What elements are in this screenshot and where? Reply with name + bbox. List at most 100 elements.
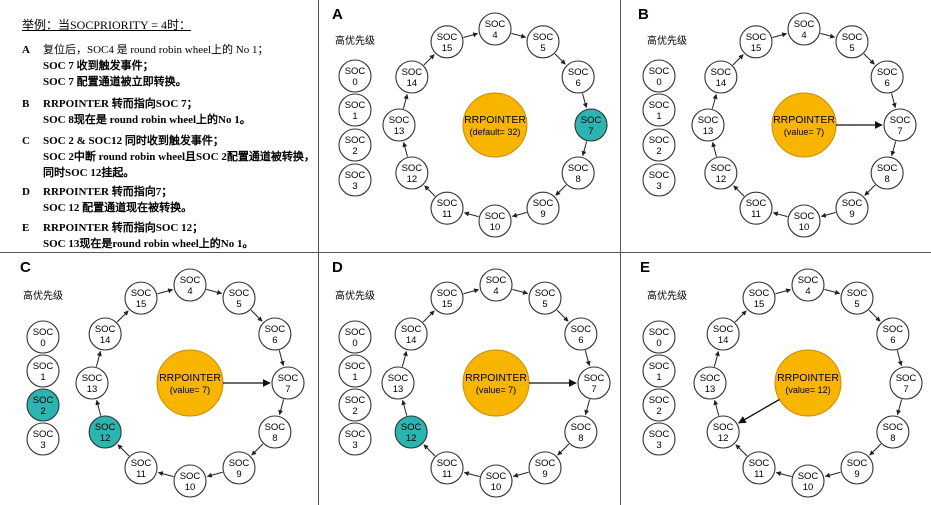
soc-node-number: 15 xyxy=(442,299,453,310)
ring-arrow xyxy=(463,471,480,478)
soc-node-prefix: SOC xyxy=(265,422,286,433)
ring-arrow xyxy=(512,471,529,478)
soc-node-prefix: SOC xyxy=(278,373,299,384)
soc-node-prefix: SOC xyxy=(401,422,422,433)
soc-node-number: 2 xyxy=(656,146,661,157)
soc-node-circle xyxy=(173,268,207,302)
soc-node-circle xyxy=(26,354,60,388)
soc-node-number: 7 xyxy=(591,384,596,395)
soc-node-prefix: SOC xyxy=(749,458,770,469)
ring-arrow xyxy=(278,350,285,367)
soc-node-number: 14 xyxy=(718,335,729,346)
ring-arrow xyxy=(424,185,436,197)
soc-node-prefix: SOC xyxy=(345,170,366,181)
rrpointer-value: (value= 7) xyxy=(784,127,824,137)
ring-arrow xyxy=(554,53,566,65)
soc-node-number: 2 xyxy=(40,406,45,417)
ring-arrow xyxy=(820,212,836,218)
soc-node-circle xyxy=(787,204,821,238)
example-title: 举例：当SOCPRIORITY = 4时： xyxy=(22,18,192,32)
ring-arrow xyxy=(157,288,174,295)
rrpointer-value: (value= 7) xyxy=(170,385,210,395)
soc-node-circle xyxy=(574,108,608,142)
ring-arrow xyxy=(463,32,479,38)
soc-node-prefix: SOC xyxy=(180,275,201,286)
ring-arrow xyxy=(581,141,588,157)
ring-arrow xyxy=(775,288,792,295)
soc-node-circle xyxy=(642,422,676,456)
ring-arrow xyxy=(555,184,567,196)
soc-node-number: 12 xyxy=(718,433,729,444)
panel-label: C xyxy=(20,259,31,276)
soc-node-prefix: SOC xyxy=(847,288,868,299)
ring-arrow xyxy=(557,443,570,456)
divider-vertical-bottom-right xyxy=(620,253,621,505)
soc-node-circle xyxy=(395,156,429,190)
soc-node-number: 3 xyxy=(352,440,357,451)
soc-node-circle xyxy=(564,415,598,449)
soc-node-prefix: SOC xyxy=(877,67,898,78)
soc-node-prefix: SOC xyxy=(847,458,868,469)
step-line: SOC 2中断 round robin wheel且SOC 2配置通道被转换， xyxy=(43,151,315,163)
soc-node-number: 9 xyxy=(849,209,854,220)
soc-node-circle xyxy=(642,93,676,127)
soc-node-circle xyxy=(258,415,292,449)
panel-label: B xyxy=(638,6,649,23)
soc-node-circle xyxy=(787,12,821,46)
soc-node-number: 5 xyxy=(542,299,547,310)
rrpointer-value: (value= 12) xyxy=(785,385,830,395)
soc-node-prefix: SOC xyxy=(746,32,767,43)
soc-node-circle xyxy=(26,422,60,456)
soc-node-circle xyxy=(338,59,372,93)
soc-node-prefix: SOC xyxy=(437,198,458,209)
step-line: SOC 12 配置通道现在被转换。 xyxy=(43,202,193,214)
soc-node-number: 1 xyxy=(352,111,357,122)
soc-node-number: 9 xyxy=(236,469,241,480)
soc-node-prefix: SOC xyxy=(713,324,734,335)
soc-node-ring-4: SOC4 xyxy=(787,12,821,46)
rrpointer-value: (value= 7) xyxy=(476,385,516,395)
soc-node-number: 3 xyxy=(656,181,661,192)
soc-node-prefix: SOC xyxy=(485,19,506,30)
ring-arrow xyxy=(713,350,720,367)
soc-node-circle xyxy=(561,156,595,190)
soc-node-prefix: SOC xyxy=(33,395,54,406)
soc-node-number: 2 xyxy=(352,406,357,417)
rrpointer-title: RRPOINTER xyxy=(773,114,835,126)
soc-node-circle xyxy=(883,108,917,142)
soc-node-number: 1 xyxy=(40,372,45,383)
step-line: SOC 7 配置通道被立即转换。 xyxy=(43,76,187,88)
soc-node-number: 15 xyxy=(754,299,765,310)
soc-node-number: 9 xyxy=(540,209,545,220)
soc-node-circle xyxy=(430,281,464,315)
soc-node-number: 15 xyxy=(136,299,147,310)
soc-node-prefix: SOC xyxy=(581,115,602,126)
ring-arrow xyxy=(250,309,263,322)
soc-node-number: 15 xyxy=(442,43,453,54)
ring-arrow xyxy=(401,350,408,367)
soc-node-priority-1: SOC1 xyxy=(26,354,60,388)
soc-node-prefix: SOC xyxy=(713,422,734,433)
